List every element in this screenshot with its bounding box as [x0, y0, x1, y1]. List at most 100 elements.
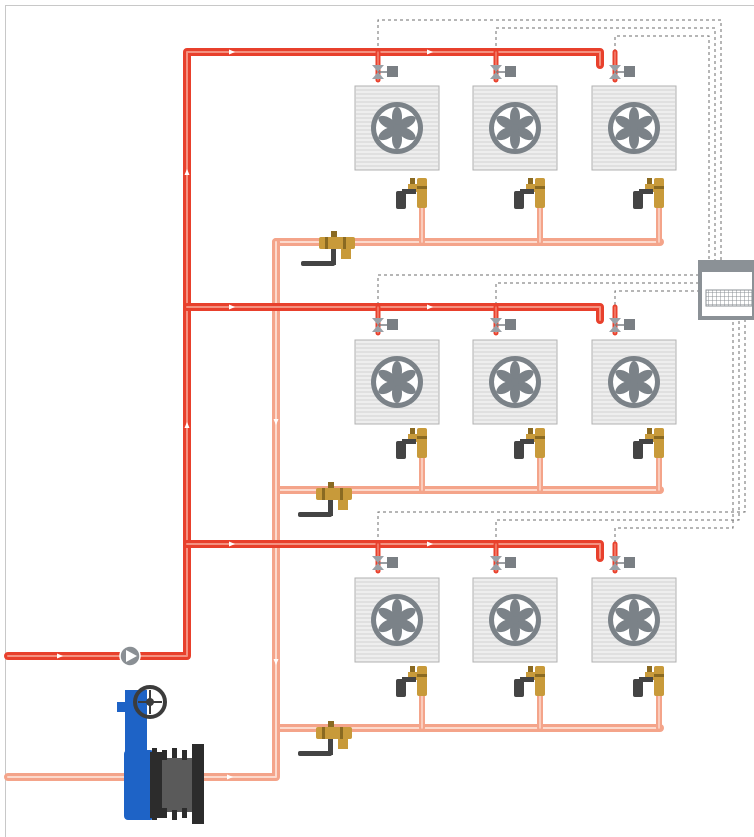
plant-room — [117, 645, 204, 824]
valve-ring — [343, 237, 346, 249]
valve-body — [535, 428, 545, 458]
valve-handle — [514, 191, 524, 209]
fittings — [298, 65, 754, 756]
fan-blade — [515, 380, 534, 395]
flow-arrow — [229, 541, 235, 547]
valve-test-point — [528, 178, 533, 184]
pump-arrow — [126, 650, 137, 662]
valve-half — [490, 72, 502, 79]
fan-hub — [630, 616, 638, 624]
valve-test-point — [647, 178, 652, 184]
flow-arrow — [273, 659, 279, 665]
flange-bolt — [152, 748, 157, 758]
flange-bolt — [172, 748, 177, 758]
handwheel — [133, 685, 167, 719]
fan-blade — [378, 618, 397, 633]
fan-icon — [354, 85, 440, 171]
balancing-valve-icon — [514, 666, 545, 697]
valve-handle-arm — [639, 677, 653, 682]
valve-body — [417, 666, 427, 696]
valve-handle — [396, 191, 406, 209]
flange-bolt — [162, 808, 167, 818]
fan-blade — [515, 369, 534, 384]
flange-bolt — [172, 810, 177, 820]
fan-blade — [634, 115, 653, 130]
fan-blade — [397, 115, 416, 130]
fan-blade — [515, 607, 534, 622]
control-line — [495, 318, 740, 555]
valve-bonnet — [338, 739, 348, 749]
actuator-icon — [387, 319, 398, 330]
valve-bonnet — [338, 500, 348, 510]
balancing-valve-icon — [633, 428, 664, 459]
balancing-valve-icon — [298, 482, 352, 517]
valve-half — [609, 556, 621, 563]
valve-ring — [654, 436, 664, 439]
actuator-icon — [387, 66, 398, 77]
valve-port — [408, 434, 418, 442]
valve-ring — [417, 186, 427, 189]
fan-blade — [496, 126, 515, 141]
valve-handle-arm — [402, 189, 416, 194]
valve-handle-stem — [331, 249, 336, 265]
balancing-valve-icon — [301, 231, 355, 266]
fan-hub — [630, 378, 638, 386]
flange-bolt — [162, 750, 167, 760]
frame — [5, 5, 754, 837]
valve-half — [609, 318, 621, 325]
valve-ring — [417, 674, 427, 677]
flow-arrow — [57, 653, 63, 659]
balancing-valve-icon — [633, 178, 664, 209]
fan-icon — [472, 577, 558, 663]
fan-blade — [515, 126, 534, 141]
valve-test-point — [528, 428, 533, 434]
pump-icon — [119, 645, 141, 667]
strainer-body — [162, 758, 192, 812]
valve-port — [645, 672, 655, 680]
valve-half — [490, 318, 502, 325]
two-way-valve-icon — [372, 65, 398, 79]
valve-port — [645, 434, 655, 442]
actuator-icon — [505, 66, 516, 77]
valve-handle-arm — [639, 189, 653, 194]
fan-blade — [496, 618, 515, 633]
balancing-valve-icon — [633, 666, 664, 697]
control-line — [495, 282, 728, 318]
valve-body — [319, 237, 355, 249]
balancing-valve-icon — [298, 721, 352, 756]
balancing-valve-icon — [396, 178, 427, 209]
valve-handle-arm — [639, 439, 653, 444]
gear-box-side — [117, 702, 129, 712]
flange-bolt — [152, 810, 157, 820]
valve-handle — [396, 679, 406, 697]
valve-ring — [535, 674, 545, 677]
valve-handle — [633, 441, 643, 459]
valve-port — [408, 184, 418, 192]
valve-handle — [514, 441, 524, 459]
valve-test-point — [328, 482, 334, 488]
valve-body — [654, 178, 664, 208]
valve-test-point — [410, 178, 415, 184]
valve-body — [535, 666, 545, 696]
flange-bolt — [182, 750, 187, 760]
valve-half — [490, 65, 502, 72]
actuator-icon — [387, 557, 398, 568]
valve-half — [490, 325, 502, 332]
supply-header — [183, 303, 604, 324]
valve-port — [526, 672, 536, 680]
two-way-valve-icon — [609, 318, 635, 332]
valve-handle-arm — [402, 439, 416, 444]
fan-blade — [615, 126, 634, 141]
valve-half — [372, 318, 384, 325]
flow-arrow — [227, 774, 233, 780]
flow-arrow — [427, 304, 433, 310]
valve-port — [408, 672, 418, 680]
fan-blade — [496, 607, 515, 622]
butterfly-valve-icon — [117, 685, 204, 824]
valve-handle-arm — [520, 677, 534, 682]
valve-handle — [301, 261, 335, 266]
valve-test-point — [410, 666, 415, 672]
flange-bolt — [182, 808, 187, 818]
valve-half — [609, 325, 621, 332]
fan-blade — [496, 369, 515, 384]
